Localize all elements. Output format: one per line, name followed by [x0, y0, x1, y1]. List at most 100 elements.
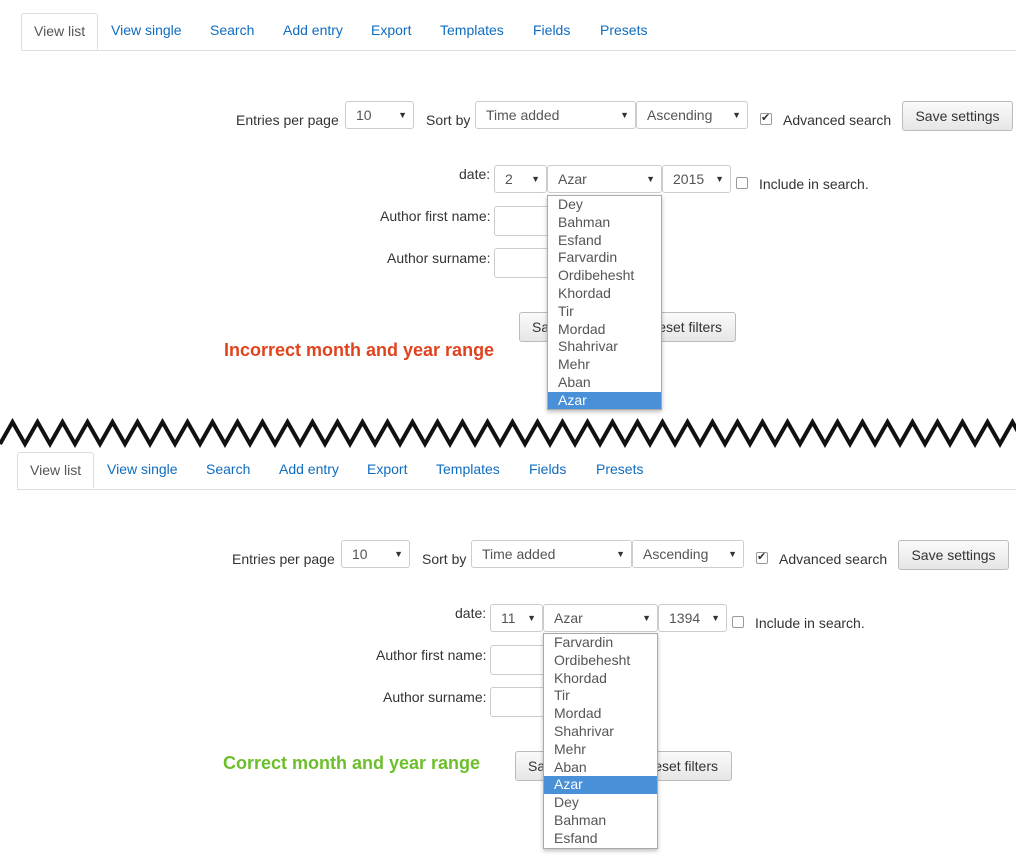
month-select[interactable]: Azar ▼	[547, 165, 662, 193]
month-option[interactable]: Shahrivar	[558, 338, 618, 355]
month-option[interactable]: Aban	[554, 758, 587, 775]
tab-fields[interactable]: Fields	[533, 22, 571, 38]
advanced-search-label: Advanced search	[783, 112, 892, 128]
month-option-selected[interactable]: Azar	[548, 391, 661, 409]
tab-view-single[interactable]: View single	[111, 22, 182, 38]
sort-by-select[interactable]: Time added ▼	[475, 101, 636, 129]
chevron-down-icon: ▼	[394, 549, 403, 559]
sort-order-select[interactable]: Ascending ▼	[632, 540, 744, 568]
chevron-down-icon: ▼	[711, 613, 720, 623]
entries-per-page-select[interactable]: 10 ▼	[345, 101, 414, 129]
tab-add-entry[interactable]: Add entry	[279, 461, 339, 477]
reset-filters-button[interactable]: eset filters	[636, 751, 732, 781]
month-option[interactable]: Khordad	[554, 669, 607, 686]
chevron-down-icon: ▼	[646, 174, 655, 184]
sort-by-value: Time added	[482, 546, 556, 562]
sort-by-label: Sort by	[422, 551, 467, 567]
advanced-search-checkbox[interactable]	[756, 550, 768, 564]
chevron-down-icon: ▼	[728, 549, 737, 559]
chevron-down-icon: ▼	[620, 110, 629, 120]
correct-annotation: Correct month and year range	[223, 753, 481, 773]
tab-templates[interactable]: Templates	[440, 22, 504, 38]
tab-add-entry[interactable]: Add entry	[283, 22, 343, 38]
year-select[interactable]: 2015 ▼	[662, 165, 731, 193]
year-value: 2015	[673, 171, 705, 187]
month-option[interactable]: Bahman	[554, 811, 607, 828]
month-option[interactable]: Farvardin	[558, 249, 618, 266]
date-label: date:	[459, 166, 491, 182]
year-value: 1394	[669, 610, 701, 626]
save-settings-button[interactable]: Save settings	[902, 101, 1013, 131]
month-value: Azar	[554, 610, 583, 626]
month-option[interactable]: Ordibehesht	[554, 651, 631, 668]
tab-view-list[interactable]: View list	[17, 452, 95, 489]
month-select[interactable]: Azar▼	[543, 604, 658, 632]
author-surname-input[interactable]	[494, 248, 554, 278]
tab-view-single[interactable]: View single	[107, 461, 178, 477]
include-in-search-checkbox[interactable]	[736, 177, 748, 189]
chevron-down-icon: ▼	[732, 110, 741, 120]
include-in-search-label: Include in search.	[759, 176, 869, 192]
tab-export[interactable]: Export	[367, 461, 408, 477]
month-option[interactable]: Bahman	[558, 213, 611, 230]
month-option[interactable]: Esfand	[554, 829, 598, 846]
sort-by-select[interactable]: Time added ▼	[471, 540, 632, 568]
day-select[interactable]: 11 ▼	[490, 604, 543, 632]
include-in-search-label: Include in search.	[755, 615, 865, 631]
chevron-down-icon: ▼	[715, 174, 724, 184]
month-option[interactable]: Tir	[558, 302, 574, 319]
month-value: Azar	[558, 171, 587, 187]
month-option[interactable]: Aban	[558, 373, 591, 390]
month-option[interactable]: Khordad	[558, 284, 611, 301]
month-option[interactable]: Farvardin	[554, 634, 614, 650]
include-in-search-checkbox[interactable]	[732, 616, 744, 628]
tab-search[interactable]: Search	[210, 22, 255, 38]
month-option[interactable]: Dey	[558, 196, 583, 212]
month-option[interactable]: Mordad	[554, 705, 602, 722]
month-option[interactable]: Esfand	[558, 231, 602, 248]
sort-by-value: Time added	[486, 107, 560, 123]
month-option[interactable]: Tir	[554, 687, 570, 704]
sort-order-select[interactable]: Ascending ▼	[636, 101, 748, 129]
entries-per-page-value: 10	[352, 546, 368, 562]
author-first-name-input[interactable]	[494, 206, 554, 236]
chevron-down-icon: ▼	[616, 549, 625, 559]
chevron-down-icon: ▼	[398, 110, 407, 120]
tab-search[interactable]: Search	[206, 461, 251, 477]
month-option[interactable]: Mordad	[558, 320, 606, 337]
tab-bar: View list View single Search Add entry E…	[17, 452, 1016, 490]
tab-presets[interactable]: Presets	[600, 22, 648, 38]
day-select[interactable]: 2▼	[494, 165, 547, 193]
chevron-down-icon: ▼	[531, 174, 540, 184]
incorrect-annotation: Incorrect month and year range	[224, 340, 495, 360]
advanced-search-label: Advanced search	[779, 551, 888, 567]
day-value: 11	[501, 610, 516, 626]
tab-view-list[interactable]: View list	[21, 13, 99, 50]
sort-order-value: Ascending	[647, 107, 713, 123]
entries-per-page-label: Entries per page	[236, 112, 339, 128]
month-option[interactable]: Mehr	[554, 740, 586, 757]
author-surname-input[interactable]	[490, 687, 550, 717]
tab-bar: View list View single Search Add entry E…	[21, 13, 1016, 51]
author-first-name-input[interactable]	[490, 645, 550, 675]
year-select[interactable]: 1394 ▼	[658, 604, 727, 632]
chevron-down-icon: ▼	[527, 613, 536, 623]
month-option[interactable]: Shahrivar	[554, 722, 614, 739]
tab-presets[interactable]: Presets	[596, 461, 644, 477]
month-option[interactable]: Dey	[554, 794, 579, 811]
tab-export[interactable]: Export	[371, 22, 412, 38]
tab-templates[interactable]: Templates	[436, 461, 500, 477]
month-option[interactable]: Mehr	[558, 356, 590, 373]
date-label: date:	[455, 605, 487, 621]
month-dropdown-list: Dey Bahman Esfand Farvardin Ordibehesht …	[547, 195, 662, 410]
save-settings-button[interactable]: Save settings	[898, 540, 1009, 570]
entries-per-page-value: 10	[356, 107, 372, 123]
month-option-selected[interactable]: Azar	[544, 776, 657, 795]
author-first-name-label: Author first name:	[376, 647, 487, 663]
bottom-panel: View list View single Search Add entry E…	[0, 439, 1016, 861]
month-option[interactable]: Ordibehesht	[558, 267, 635, 284]
entries-per-page-select[interactable]: 10 ▼	[341, 540, 410, 568]
advanced-search-checkbox[interactable]	[760, 111, 772, 125]
sort-order-value: Ascending	[643, 546, 709, 562]
tab-fields[interactable]: Fields	[529, 461, 567, 477]
